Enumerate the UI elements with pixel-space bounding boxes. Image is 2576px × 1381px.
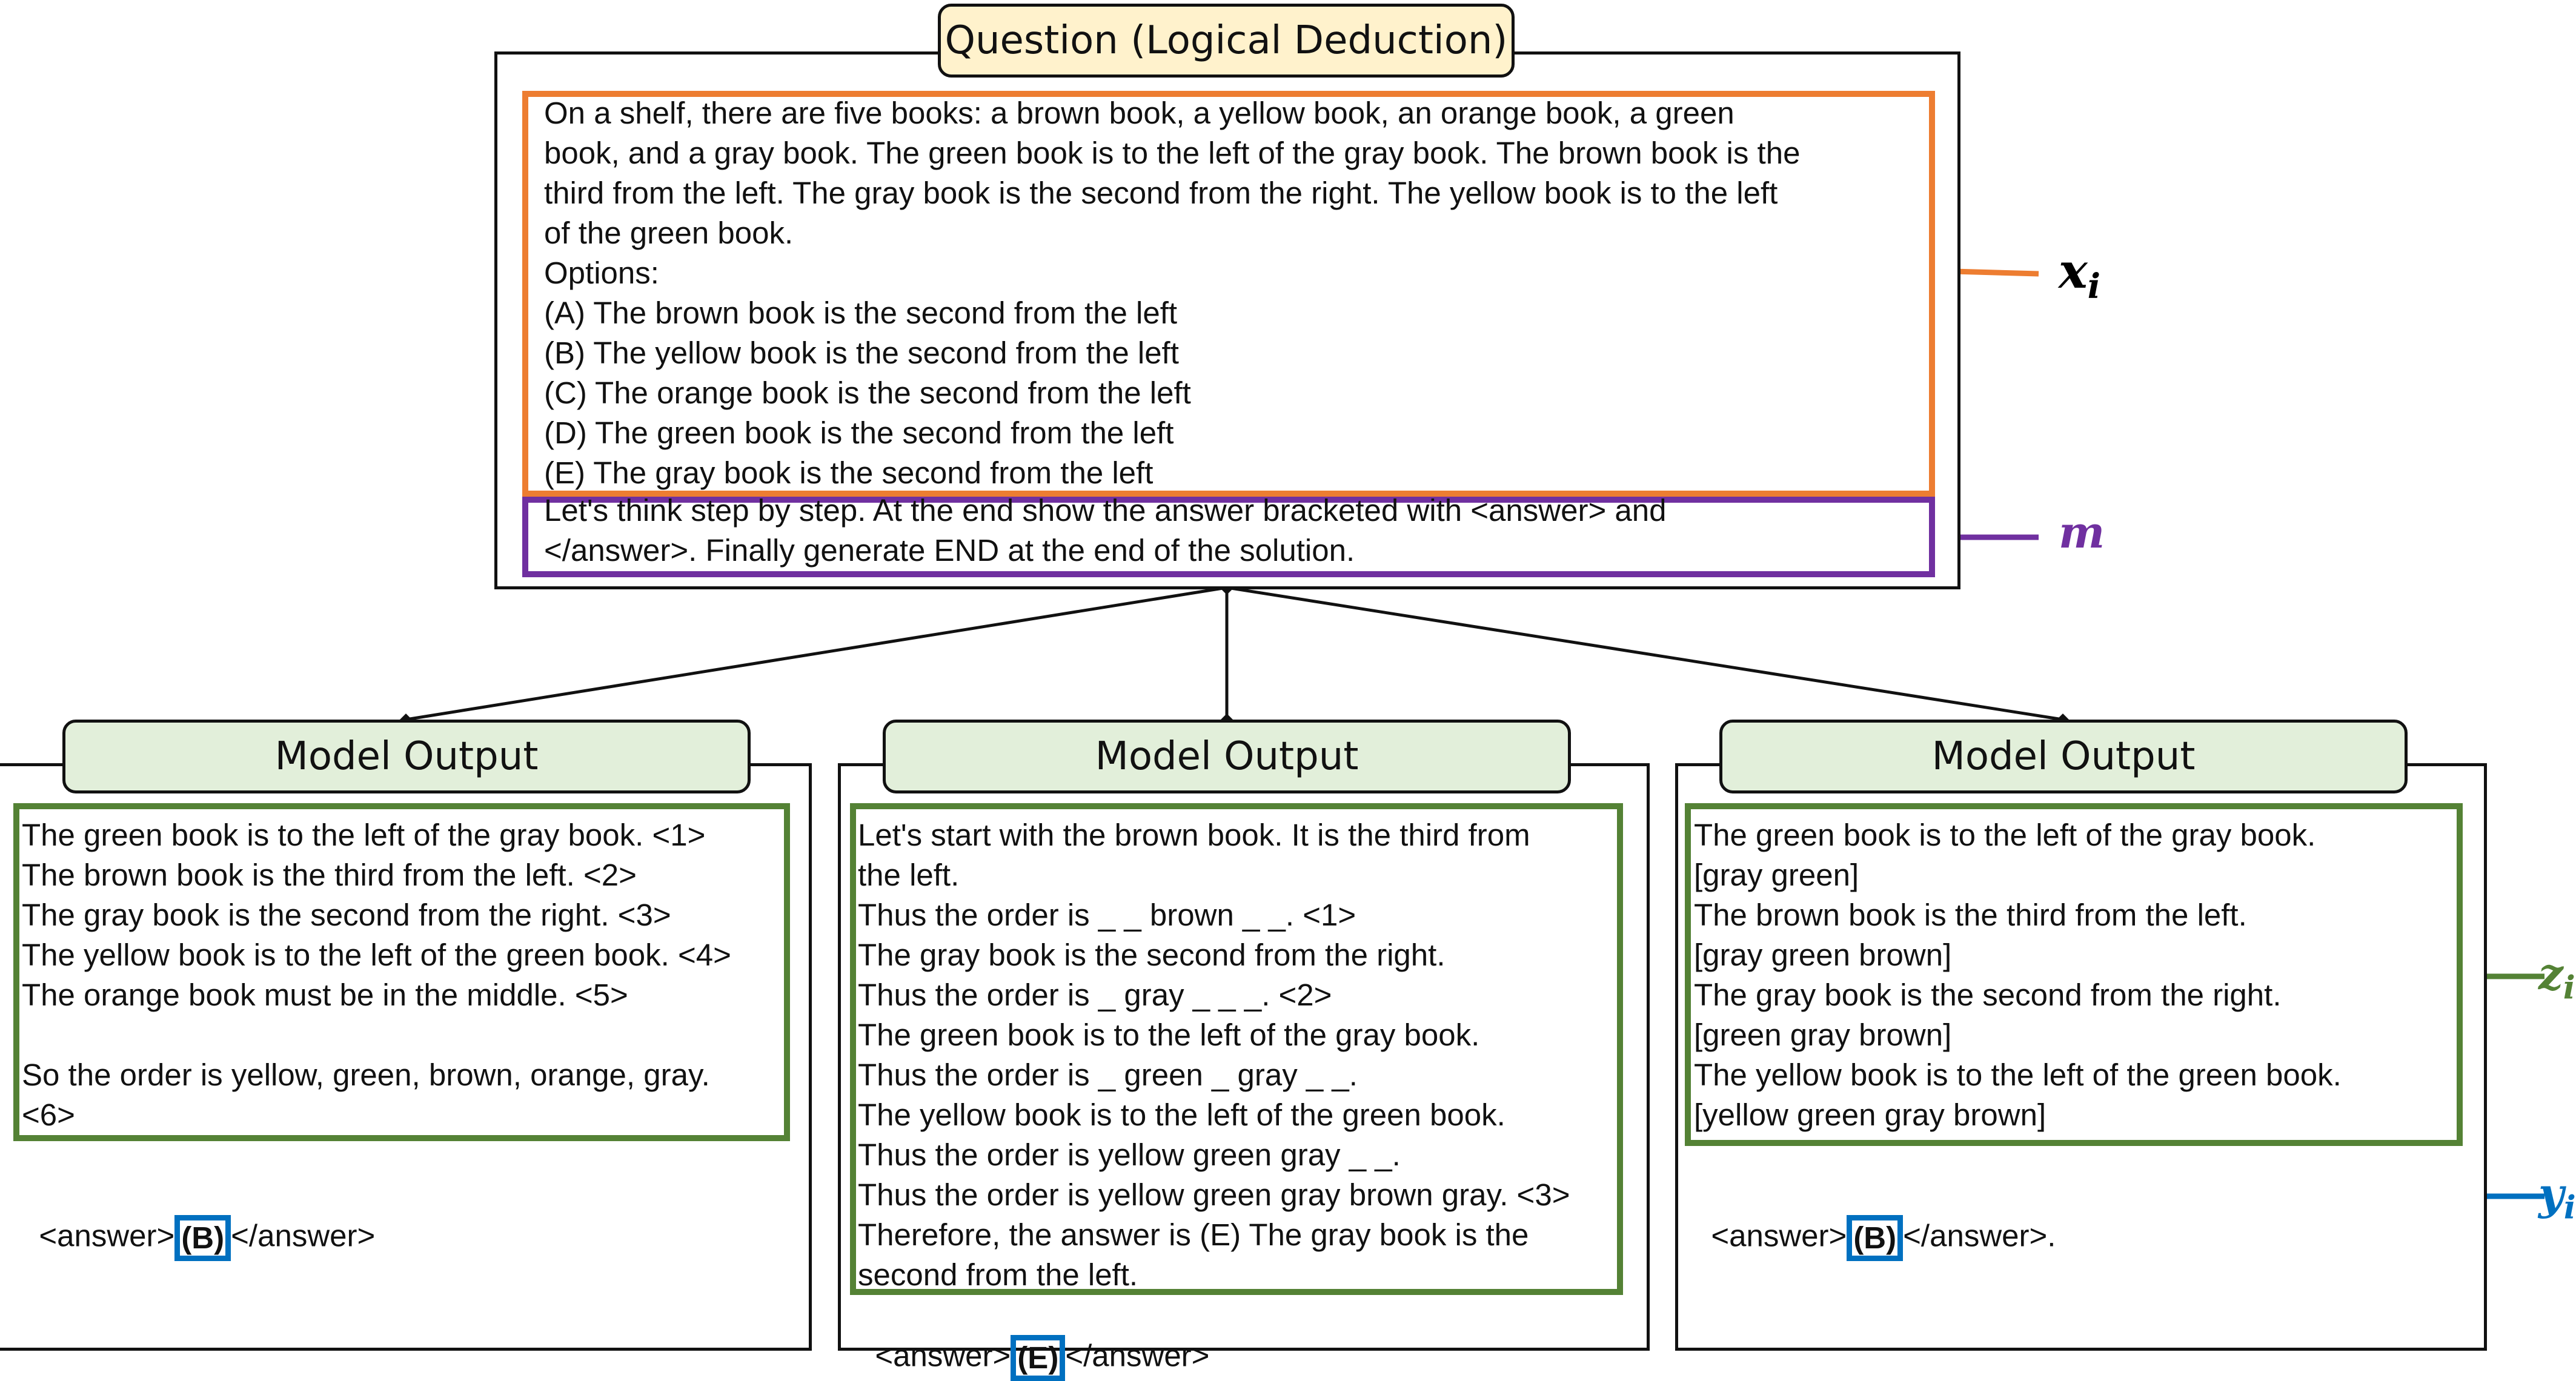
x-line: of the green book. xyxy=(544,216,794,250)
z-line: The yellow book is to the left of the gr… xyxy=(22,938,731,972)
x-line: Options: xyxy=(544,256,659,290)
answer-suffix: </answer>. xyxy=(1903,1218,2056,1253)
answer-suffix: </answer> xyxy=(231,1218,376,1253)
answer-row-3: <answer>(B)</answer>. xyxy=(1694,1175,2056,1261)
output-title-2: Model Output xyxy=(883,720,1571,793)
z-line: The gray book is the second from the rig… xyxy=(858,938,1446,972)
z-line: The yellow book is to the left of the gr… xyxy=(1694,1058,2342,1092)
x-line: third from the left. The gray book is th… xyxy=(544,176,1778,210)
z-rationale-text-3: The green book is to the left of the gra… xyxy=(1694,815,2457,1135)
x-line: (B) The yellow book is the second from t… xyxy=(544,336,1179,370)
z-line: Therefore, the answer is (E) The gray bo… xyxy=(858,1217,1529,1252)
z-rationale-box-3 xyxy=(1685,803,2463,1146)
x-line: book, and a gray book. The green book is… xyxy=(544,136,1801,170)
y-answer-highlight: (B) xyxy=(1847,1215,1904,1261)
m-instruction-text: Let's think step by step. At the end sho… xyxy=(544,491,1925,571)
z-line: Thus the order is yellow green gray brow… xyxy=(858,1177,1570,1212)
output-title-3: Model Output xyxy=(1719,720,2408,793)
connector-right xyxy=(1226,586,2063,721)
z-line: The green book is to the left of the gra… xyxy=(22,818,706,852)
output-box-1 xyxy=(0,763,812,1351)
z-line: [yellow green gray brown] xyxy=(1694,1098,2047,1132)
x-input-box xyxy=(522,91,1935,497)
output-title-1: Model Output xyxy=(62,720,751,793)
z-line: The yellow book is to the left of the gr… xyxy=(858,1098,1505,1132)
z-line: [gray green brown] xyxy=(1694,938,1952,972)
x-line: (E) The gray book is the second from the… xyxy=(544,455,1154,490)
z-line: The gray book is the second from the rig… xyxy=(1694,978,2282,1012)
z-line: [gray green] xyxy=(1694,858,1859,892)
question-title: Question (Logical Deduction) xyxy=(938,4,1515,78)
z-line: the left. xyxy=(858,858,960,892)
x-input-text: On a shelf, there are five books: a brow… xyxy=(544,93,1925,493)
z-symbol: zi xyxy=(2538,948,2575,1007)
y-answer-highlight: (E) xyxy=(1011,1335,1066,1381)
z-line: So the order is yellow, green, brown, or… xyxy=(22,1058,710,1092)
z-rationale-box-2 xyxy=(850,803,1623,1295)
z-line: The brown book is the third from the lef… xyxy=(22,858,637,892)
y-answer-highlight: (B) xyxy=(174,1215,231,1261)
answer-prefix: <answer> xyxy=(39,1218,175,1253)
z-line: second from the left. xyxy=(858,1257,1138,1292)
x-line: (D) The green book is the second from th… xyxy=(544,416,1174,450)
z-line: Let's start with the brown book. It is t… xyxy=(858,818,1530,852)
z-line: The gray book is the second from the rig… xyxy=(22,898,671,932)
x-line: (C) The orange book is the second from t… xyxy=(544,376,1191,410)
y-symbol: yi xyxy=(2538,1168,2576,1227)
z-line: Thus the order is _ _ brown _ _. <1> xyxy=(858,898,1356,932)
z-line xyxy=(22,1015,791,1055)
z-line: The brown book is the third from the lef… xyxy=(1694,898,2247,932)
z-line: The green book is to the left of the gra… xyxy=(1694,818,2316,852)
answer-row-1: <answer>(B)</answer> xyxy=(22,1175,375,1261)
x-line: (A) The brown book is the second from th… xyxy=(544,296,1178,330)
z-line: Thus the order is _ green _ gray _ _. xyxy=(858,1058,1358,1092)
m-symbol: m xyxy=(2059,506,2105,558)
connector-left xyxy=(405,586,1227,721)
z-rationale-box-1 xyxy=(13,803,790,1141)
z-rationale-text-1: The green book is to the left of the gra… xyxy=(22,815,791,1135)
x-symbol: xi xyxy=(2059,242,2100,306)
m-instruction-box xyxy=(522,497,1935,577)
z-line: The green book is to the left of the gra… xyxy=(858,1018,1480,1052)
output-box-2 xyxy=(838,763,1650,1351)
z-rationale-text-2: Let's start with the brown book. It is t… xyxy=(858,815,1639,1295)
answer-prefix: <answer> xyxy=(1711,1218,1847,1253)
z-line: [green gray brown] xyxy=(1694,1018,1952,1052)
z-line: <6> xyxy=(22,1098,75,1132)
x-line: On a shelf, there are five books: a brow… xyxy=(544,96,1734,130)
m-line: </answer>. Finally generate END at the e… xyxy=(544,533,1355,568)
answer-row-2: <answer>(E)</answer> xyxy=(858,1295,1209,1381)
z-line: Thus the order is yellow green gray _ _. xyxy=(858,1138,1401,1172)
z-line: Thus the order is _ gray _ _ _. <2> xyxy=(858,978,1332,1012)
z-line: The orange book must be in the middle. <… xyxy=(22,978,628,1012)
m-line: Let's think step by step. At the end sho… xyxy=(544,493,1667,528)
